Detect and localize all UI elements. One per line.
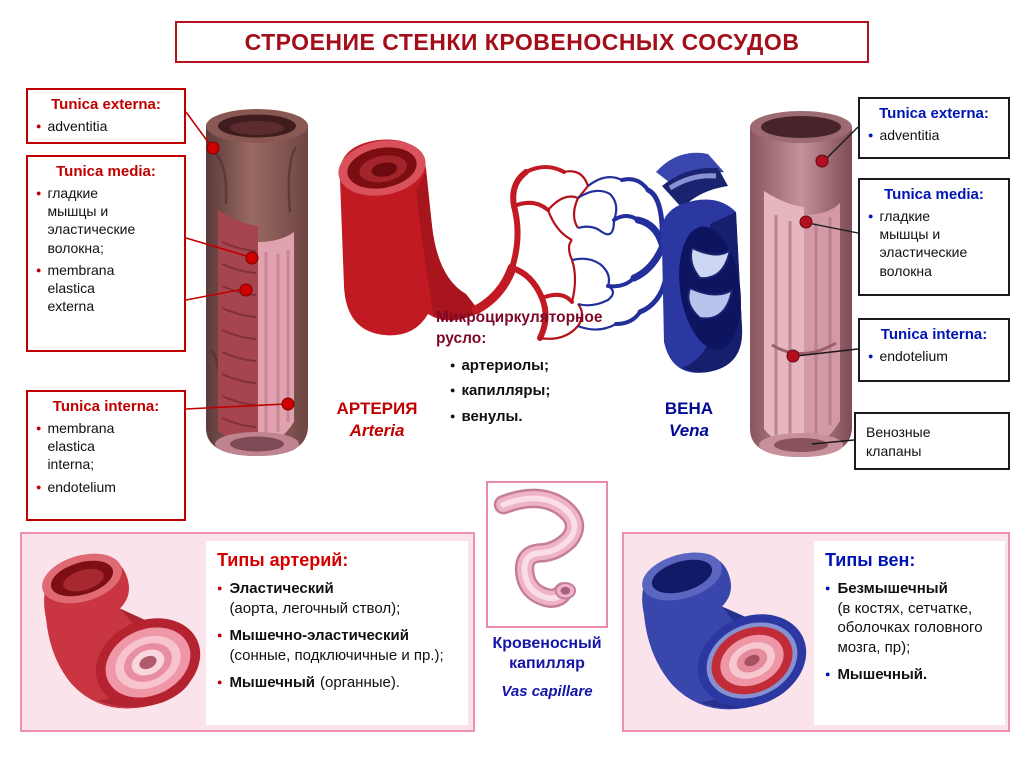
vein-types-text-panel: Типы вен: Безмышечный(в костях, сетчатке… (814, 541, 1005, 725)
artery-types-header: Типы артерий: (217, 550, 349, 570)
right-tunica-interna-box: Tunica interna: endotelium (858, 318, 1010, 382)
artery-type-svg (42, 553, 201, 709)
venous-valve-cusp (690, 246, 732, 280)
list-item: гладкие мышцы и эластические волокна (868, 207, 1000, 280)
venous-valves-box: Венозные клапаны (854, 412, 1010, 470)
list-item: endotelium (868, 347, 1000, 365)
capillary-caption: Кровеносный капилляр Vas capillare (477, 634, 617, 700)
list-item: венулы. (450, 407, 648, 427)
microcirculation-illustration (326, 128, 746, 400)
microcirculation-svg (338, 139, 743, 373)
list-item: артериолы; (450, 356, 648, 376)
artery-wall-svg (206, 109, 308, 456)
artery-cut-face (95, 618, 201, 707)
artery-types-panel: Типы артерий: Эластический(аорта, легочн… (20, 532, 475, 732)
artery-name: АРТЕРИЯ (336, 399, 418, 418)
vein-wall-svg (750, 111, 852, 457)
venous-valves-label: Венозные клапаны (866, 424, 931, 459)
tunica-interna-header: Tunica interna: (52, 398, 160, 415)
artery-type-illustration (28, 543, 210, 721)
left-tunica-media-box: Tunica media: гладкие мышцы и эластическ… (26, 155, 186, 352)
right-tunica-media-box: Tunica media: гладкие мышцы и эластическ… (858, 178, 1010, 296)
list-item: endotelium (36, 478, 176, 496)
capillary-image-box (486, 481, 608, 628)
tunica-interna-header: Tunica interna: (880, 326, 988, 343)
list-item: Мышечный(органные). (217, 673, 457, 693)
list-item: Эластический(аорта, легочный ствол); (217, 579, 457, 618)
list-item: adventitia (36, 117, 176, 135)
artery-wall-illustration (198, 92, 316, 464)
capillary-mesh-blue (571, 175, 623, 331)
arteriole-branches (471, 165, 574, 341)
tunica-externa-header: Tunica externa: (879, 105, 989, 122)
vein-type-illustration (628, 543, 816, 721)
list-item: adventitia (868, 126, 1000, 144)
vein-type-svg (642, 552, 807, 710)
artery-types-text-panel: Типы артерий: Эластический(аорта, легочн… (206, 541, 468, 725)
list-item: гладкие мышцы и эластические волокна; (36, 184, 176, 257)
tunica-externa-header: Tunica externa: (51, 96, 161, 113)
capillary-svg (493, 488, 585, 608)
microcirculation-legend: Микроциркуляторное русло: артериолы; кап… (436, 308, 648, 426)
vein-types-panel: Типы вен: Безмышечный(в костях, сетчатке… (622, 532, 1010, 732)
list-item: Безмышечный(в костях, сетчатке, оболочка… (825, 579, 994, 657)
vein-name: ВЕНА (664, 399, 714, 418)
tunica-media-header: Tunica media: (56, 163, 156, 180)
title-box: СТРОЕНИЕ СТЕНКИ КРОВЕНОСНЫХ СОСУДОВ (175, 21, 869, 63)
microcirculation-header: Микроциркуляторное русло: (436, 309, 603, 347)
page-title: СТРОЕНИЕ СТЕНКИ КРОВЕНОСНЫХ СОСУДОВ (244, 28, 800, 55)
left-tunica-externa-box: Tunica externa: adventitia (26, 88, 186, 144)
artery-latin-name: Arteria (349, 421, 405, 440)
tunica-media-header: Tunica media: (884, 186, 984, 203)
list-item: membrana elastica interna; (36, 419, 176, 474)
capillary-label: Кровеносный капилляр (492, 635, 602, 672)
venule-branches (606, 177, 669, 326)
vein-caption: ВЕНА Vena (648, 399, 730, 441)
artery-caption: АРТЕРИЯ Arteria (328, 399, 426, 441)
vein-types-header: Типы вен: (825, 550, 916, 570)
left-tunica-interna-box: Tunica interna: membrana elastica intern… (26, 390, 186, 521)
capillary-latin-name: Vas capillare (501, 683, 593, 700)
list-item: Мышечно-эластический(сонные, подключичны… (217, 626, 457, 665)
vein-upper-segment (656, 152, 728, 208)
list-item: membrana elastica externa (36, 261, 176, 316)
vein-wall-illustration (742, 95, 860, 465)
list-item: Мышечный. (825, 665, 994, 685)
vein-latin-name: Vena (668, 421, 709, 440)
vein-cut-face (697, 614, 807, 707)
venous-valve-cusp (687, 286, 734, 320)
right-tunica-externa-box: Tunica externa: adventitia (858, 97, 1010, 159)
list-item: капилляры; (450, 381, 648, 401)
